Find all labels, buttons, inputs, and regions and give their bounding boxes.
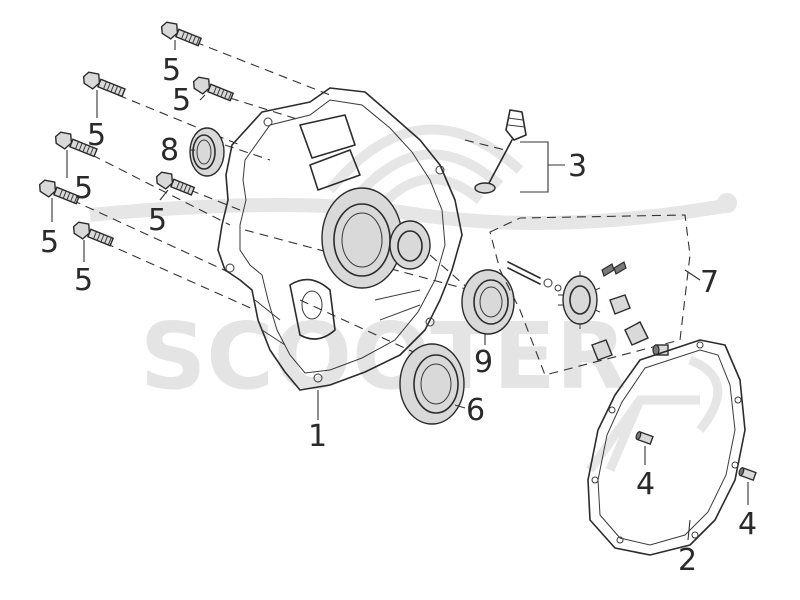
callout-oil-dipstick: 3 <box>568 149 587 184</box>
bearing-small <box>461 269 515 335</box>
bolt-a <box>160 21 203 47</box>
bolt-f <box>38 179 81 205</box>
callout-gasket: 2 <box>678 543 697 578</box>
callout-bolt-c: 5 <box>87 118 106 153</box>
dowel-pin-b <box>738 466 757 482</box>
callout-bolt-f: 5 <box>40 225 59 260</box>
callout-dowel-pin-b: 4 <box>738 507 757 542</box>
dowel-pin-a <box>635 430 654 446</box>
callout-labels: 5 5 5 5 5 5 5 8 1 3 7 9 6 4 4 2 <box>40 53 757 578</box>
bolt-c <box>82 71 126 98</box>
watermark: SCOOTER <box>89 124 737 473</box>
bolt-e <box>155 171 196 196</box>
callout-bolt-d: 5 <box>74 171 93 206</box>
gasket <box>587 339 746 556</box>
callout-dowel-pin-a: 4 <box>636 467 655 502</box>
watermark-brand-text: SCOOTER <box>140 303 627 410</box>
callout-bolt-e: 5 <box>148 203 167 238</box>
oil-seal <box>189 127 225 177</box>
callout-leaders <box>51 40 749 541</box>
bolt-d <box>54 131 98 158</box>
callout-oil-seal: 8 <box>160 133 179 168</box>
bolt-b <box>192 76 235 102</box>
crankcase-cover <box>217 87 463 391</box>
callout-bolt-a: 5 <box>162 53 181 88</box>
governor-assembly <box>489 214 691 376</box>
callout-bearing-small: 9 <box>474 345 493 380</box>
callout-crankcase-cover: 1 <box>308 419 327 454</box>
bolts <box>38 21 235 247</box>
explode-lines <box>71 41 506 356</box>
callout-bearing-large: 6 <box>466 393 485 428</box>
callout-governor-assembly: 7 <box>700 265 719 300</box>
bearing-large <box>399 343 465 425</box>
callout-bolt-b: 5 <box>172 83 191 118</box>
oil-dipstick <box>474 109 527 194</box>
callout-bolt-g: 5 <box>74 263 93 298</box>
bolt-g <box>72 221 115 247</box>
